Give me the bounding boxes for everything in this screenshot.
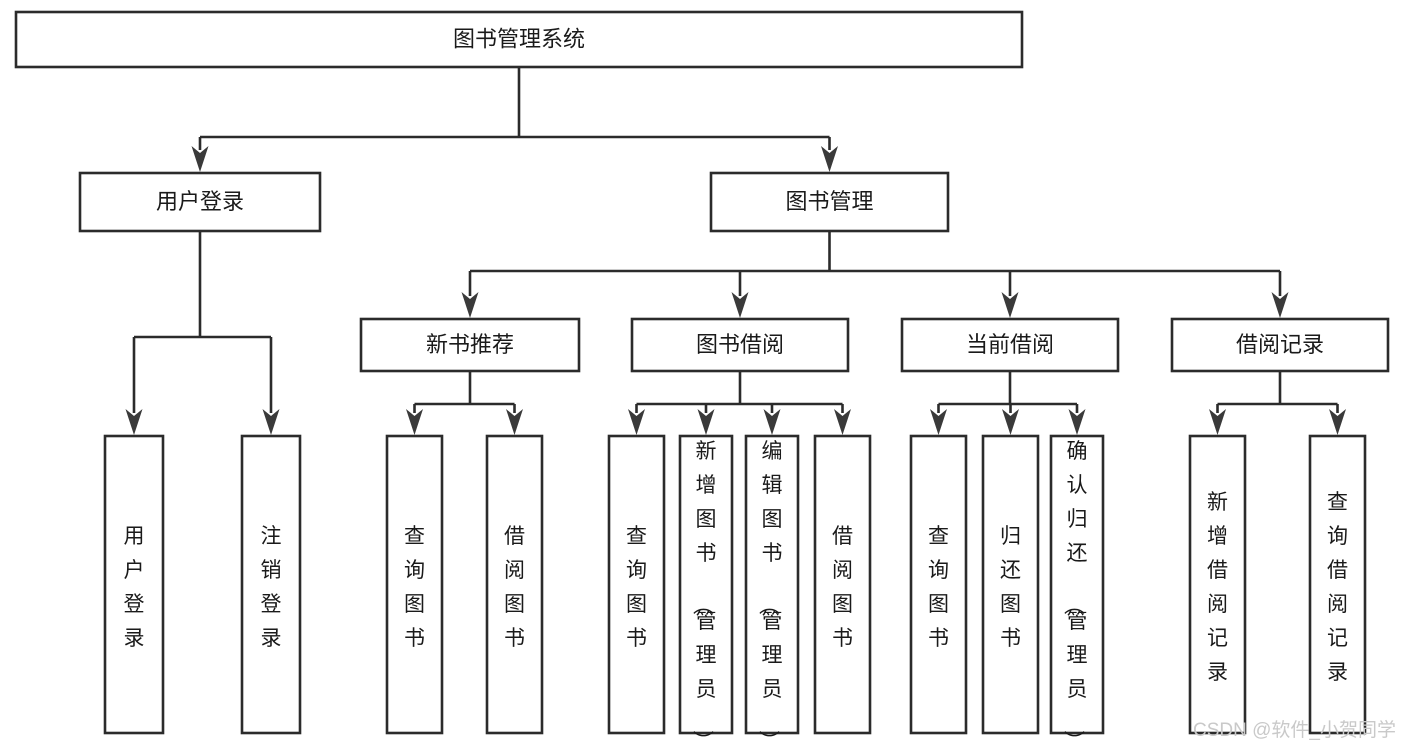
connector-group-图书借阅 [628,371,851,435]
watermark-label: CSDN @软件_小贺同学 [1193,719,1396,741]
node-label: 查询借阅记录 [1327,491,1348,684]
arrow-head-icon [191,146,209,172]
arrow-head-icon [628,409,645,435]
arrow-head-icon [1329,409,1346,435]
node-label: 图书管理 [785,189,873,214]
node-label: 借阅记录 [1236,332,1324,357]
node-查询图书-leaf3[interactable]: 查询图书 [385,434,444,735]
arrow-head-icon [763,409,781,435]
node-box[interactable] [103,434,165,735]
arrow-head-icon [1001,292,1019,318]
node-label: 借阅图书 [832,525,853,650]
node-label: 用户登录 [156,189,244,214]
node-box[interactable] [78,171,322,233]
connector-layer [125,67,1346,435]
node-新增图书管理员-leaf6[interactable]: 新增图书（管理员） [678,434,734,747]
node-确认归还管理员-leaf11[interactable]: 确认归还（管理员） [1049,434,1105,747]
watermark-layer: CSDN @软件_小贺同学 [1193,719,1396,741]
node-box[interactable] [813,434,872,735]
node-layer: 图书管理系统用户登录图书管理新书推荐图书借阅当前借阅借阅记录用户登录注销登录查询… [14,10,1390,747]
node-查询图书-leaf9[interactable]: 查询图书 [909,434,968,735]
arrow-head-icon [821,146,838,172]
connector-group-用户登录 [125,231,280,435]
node-box[interactable] [359,317,581,373]
node-box[interactable] [240,434,302,735]
node-box[interactable] [1170,317,1390,373]
node-注销登录-leaf2[interactable]: 注销登录 [240,434,302,735]
node-box[interactable] [744,434,800,735]
node-label: 归还图书 [1000,525,1021,650]
node-box[interactable] [900,317,1120,373]
arrow-head-icon [125,409,143,435]
node-box[interactable] [385,434,444,735]
node-label: 图书借阅 [696,332,784,357]
node-图书借阅-borrow[interactable]: 图书借阅 [630,317,850,373]
node-label: 确认归还（管理员） [1062,440,1088,747]
node-box[interactable] [607,434,666,735]
node-box[interactable] [678,434,734,735]
node-图书管理-bookmgmt[interactable]: 图书管理 [709,171,950,233]
connector-group-借阅记录 [1209,371,1346,435]
node-label: 新增借阅记录 [1207,491,1228,684]
node-当前借阅-current[interactable]: 当前借阅 [900,317,1120,373]
arrow-head-icon [406,409,423,435]
node-label: 新增图书（管理员） [691,440,717,747]
node-新增借阅记录-leaf12[interactable]: 新增借阅记录 [1188,434,1247,735]
node-box[interactable] [1308,434,1367,735]
node-label: 图书管理系统 [453,26,585,51]
node-借阅图书-leaf8[interactable]: 借阅图书 [813,434,872,735]
arrow-head-icon [930,409,947,435]
node-编辑图书管理员-leaf7[interactable]: 编辑图书（管理员） [744,434,800,747]
node-label: 新书推荐 [426,332,514,357]
arrow-head-icon [262,409,280,435]
node-label: 借阅图书 [504,525,525,650]
arrow-head-icon [697,409,715,435]
node-借阅图书-leaf4[interactable]: 借阅图书 [485,434,544,735]
node-box[interactable] [485,434,544,735]
node-label: 用户登录 [124,525,145,650]
node-box[interactable] [909,434,968,735]
arrow-head-icon [461,292,479,318]
node-查询图书-leaf5[interactable]: 查询图书 [607,434,666,735]
node-label: 查询图书 [626,525,647,650]
connector-group-图书管理 [461,231,1289,318]
arrow-head-icon [1209,409,1226,435]
node-借阅记录-records[interactable]: 借阅记录 [1170,317,1390,373]
node-label: 注销登录 [261,525,282,650]
node-图书管理系统-root[interactable]: 图书管理系统 [14,10,1024,69]
node-label: 编辑图书（管理员） [757,440,783,747]
node-新书推荐-newbook[interactable]: 新书推荐 [359,317,581,373]
node-label: 当前借阅 [966,332,1054,357]
arrow-head-icon [731,292,749,318]
connector-group-当前借阅 [930,371,1086,435]
arrow-head-icon [506,409,523,435]
arrow-head-icon [1271,292,1289,318]
node-label: 查询图书 [404,525,425,650]
arrow-head-icon [834,409,851,435]
node-box[interactable] [981,434,1040,735]
arrow-head-icon [1068,409,1086,435]
node-box[interactable] [630,317,850,373]
node-box[interactable] [1188,434,1247,735]
node-查询借阅记录-leaf13[interactable]: 查询借阅记录 [1308,434,1367,735]
arrow-head-icon [1002,409,1019,435]
node-用户登录-leaf1[interactable]: 用户登录 [103,434,165,735]
node-box[interactable] [709,171,950,233]
node-用户登录-login[interactable]: 用户登录 [78,171,322,233]
connector-group-图书管理系统 [191,67,838,172]
node-box[interactable] [14,10,1024,69]
node-label: 查询图书 [928,525,949,650]
connector-group-新书推荐 [406,371,523,435]
node-box[interactable] [1049,434,1105,735]
node-归还图书-leaf10[interactable]: 归还图书 [981,434,1040,735]
